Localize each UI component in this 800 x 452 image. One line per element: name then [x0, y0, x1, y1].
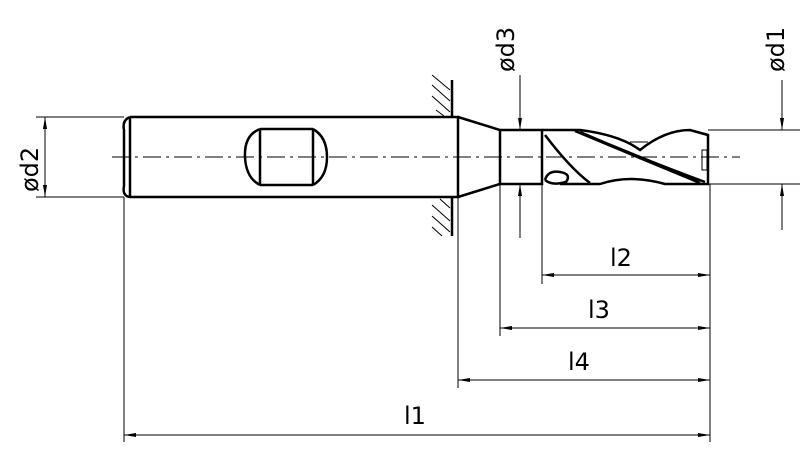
dimension-l1: l1 — [124, 402, 710, 437]
dimension-d2: ød2 — [16, 116, 124, 198]
dimension-d1: ød1 — [708, 27, 800, 230]
clamping-wall — [431, 74, 454, 237]
label-l1: l1 — [404, 402, 426, 430]
shank — [122, 115, 460, 199]
label-d2: ød2 — [16, 147, 44, 192]
cutting-part — [457, 115, 710, 199]
label-d3: ød3 — [492, 27, 520, 72]
label-d1: ød1 — [762, 27, 790, 72]
label-l3: l3 — [588, 296, 610, 324]
dimension-l4: l4 — [458, 348, 710, 382]
extension-lines — [123, 184, 711, 442]
label-l4: l4 — [568, 348, 590, 376]
label-l2: l2 — [610, 244, 632, 272]
dimension-l2: l2 — [542, 244, 710, 277]
dimension-l3: l3 — [500, 296, 710, 330]
dimension-d3: ød3 — [492, 27, 522, 238]
